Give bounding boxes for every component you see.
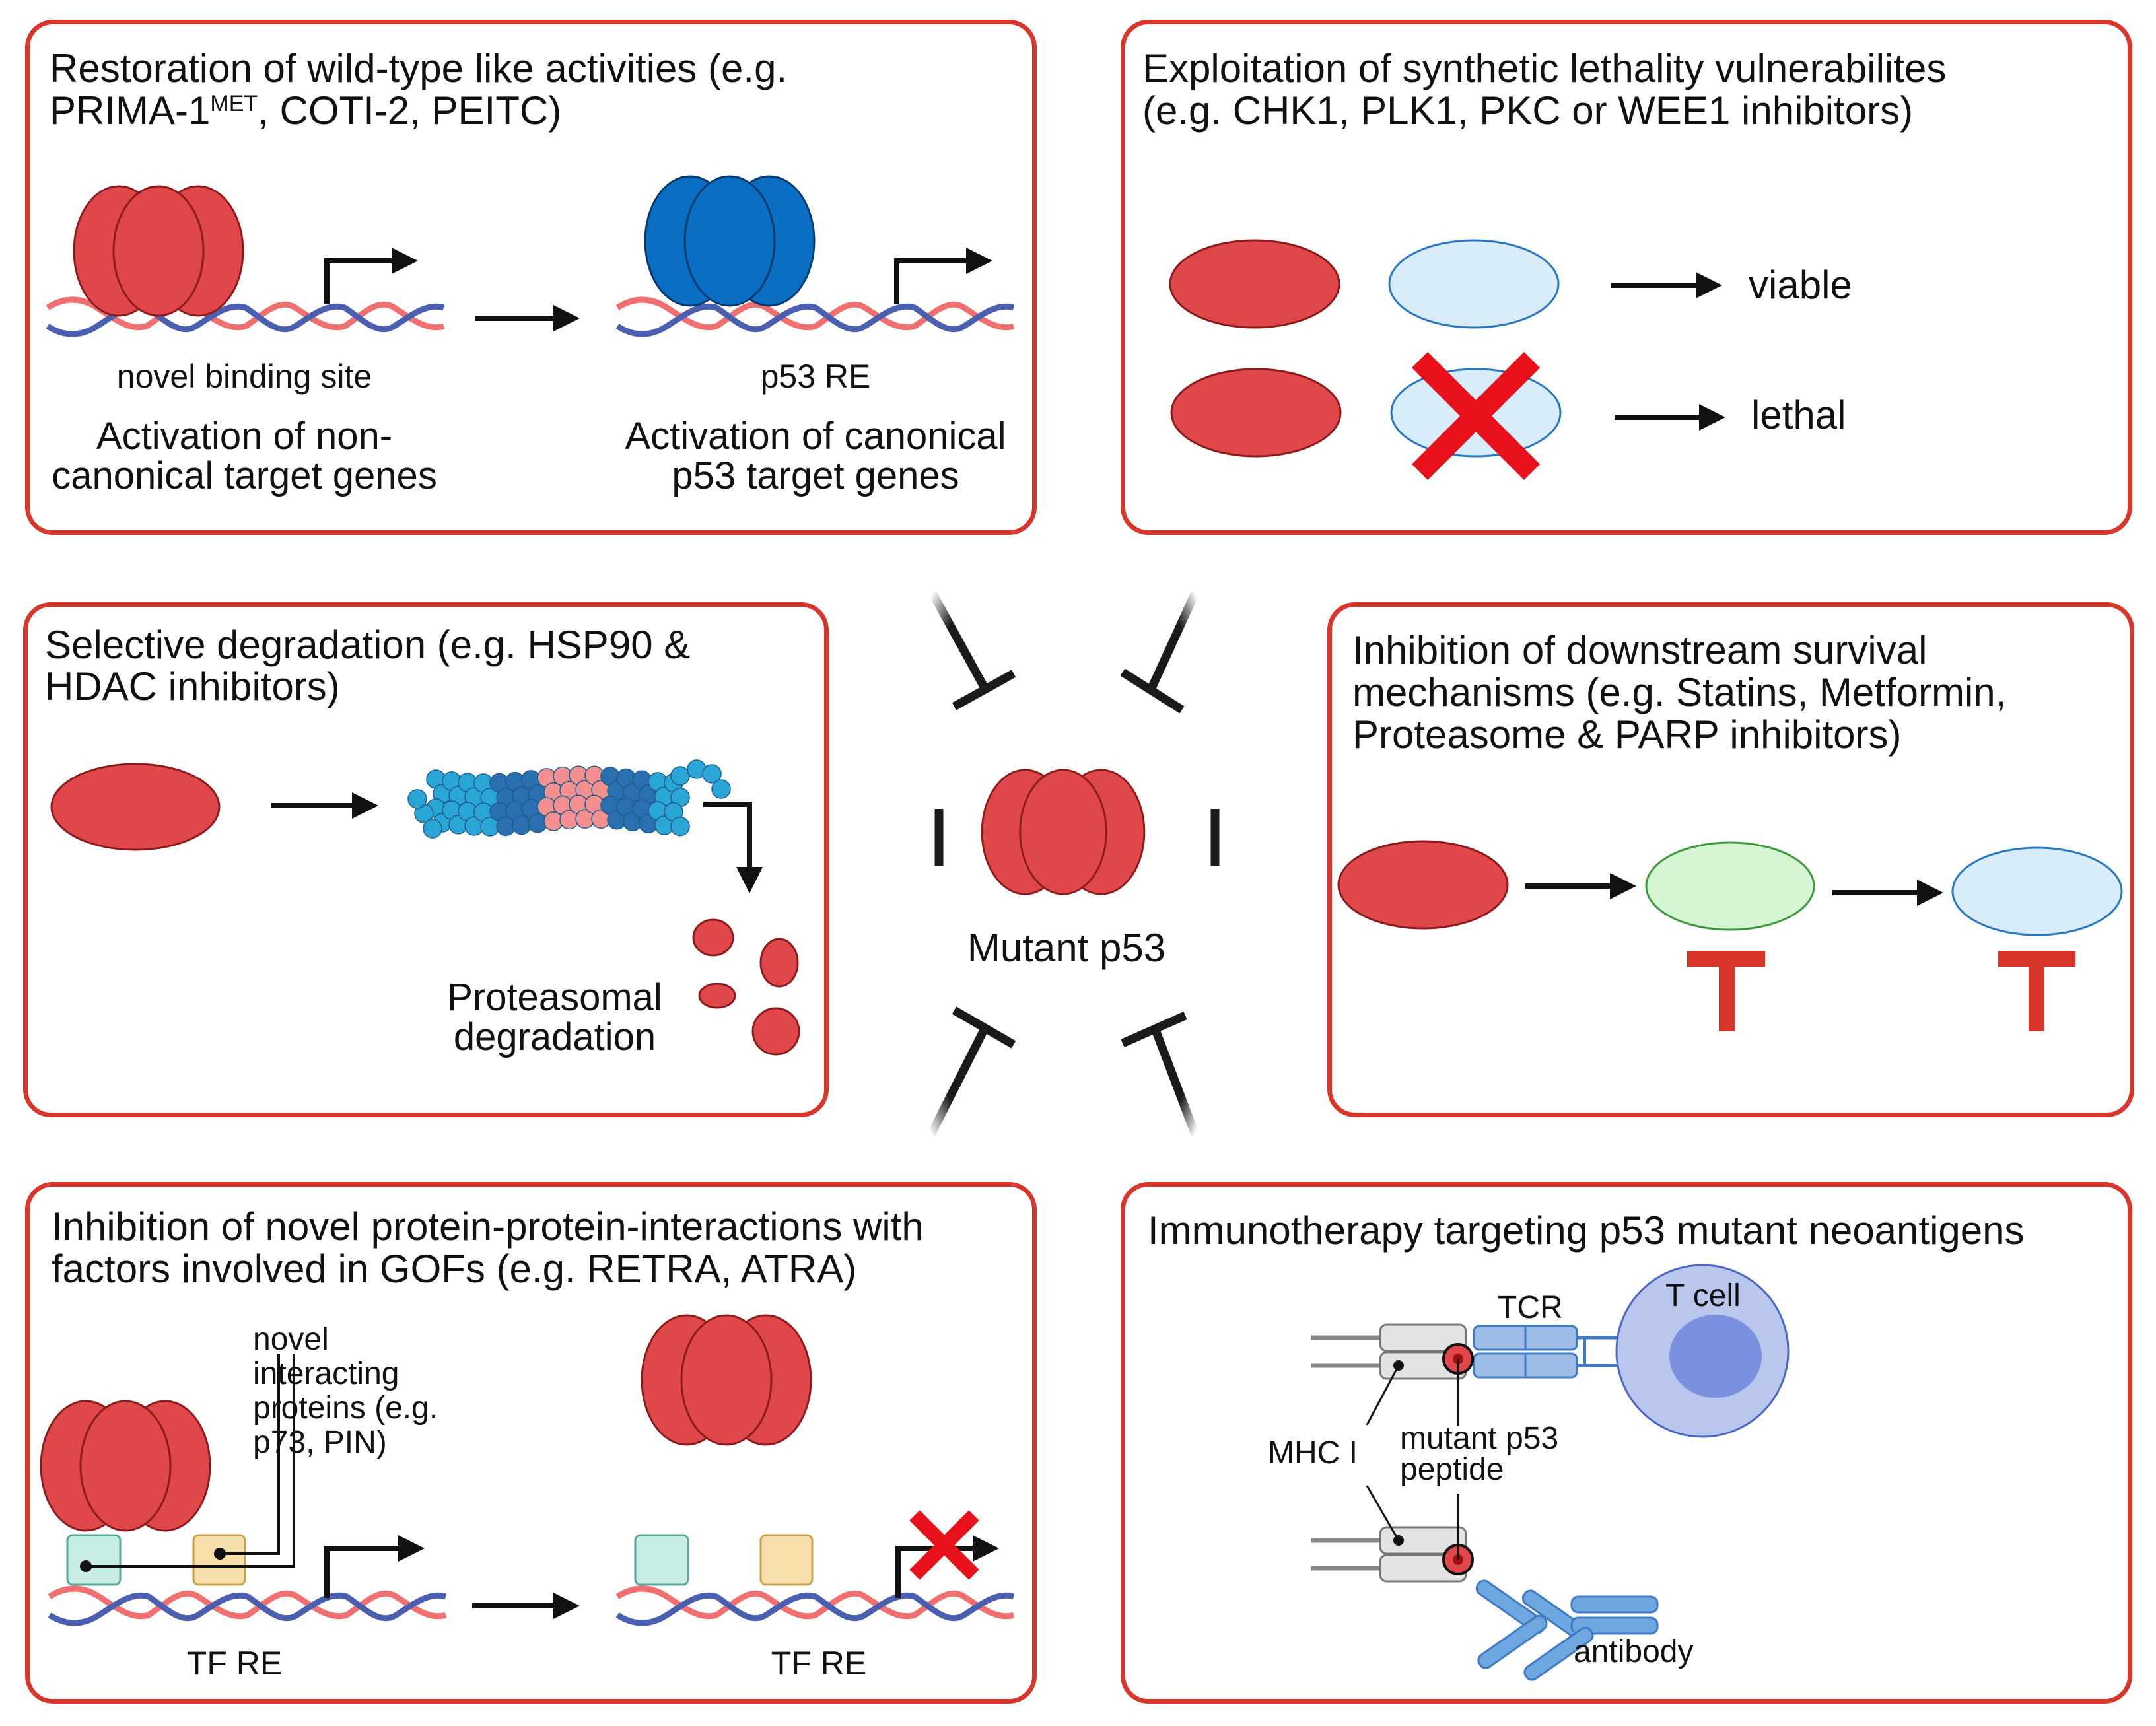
downstream-protein-icon: [1951, 846, 2123, 936]
proteasome-bead: [423, 819, 442, 839]
transcription-arrow-icon: [895, 1535, 999, 1598]
fragment-icon: [759, 938, 799, 988]
ppi-title-line2: factors involved in GOFs (e.g. RETRA, AT…: [52, 1247, 857, 1291]
interactor-label-line3: proteins (e.g.: [253, 1391, 438, 1426]
leader-line-icon: [1366, 1365, 1400, 1426]
degradation-title-line1: Selective degradation (e.g. HSP90 &: [45, 623, 691, 667]
synthetic-lethality-title-line2: (e.g. CHK1, PLK1, PKC or WEE1 inhibitors…: [1142, 88, 1914, 133]
transcription-arrow-icon: [894, 248, 992, 304]
noncanonical-desc-line1: Activation of non-: [96, 415, 393, 458]
mutant-p53-protein-icon: [1169, 239, 1340, 329]
interactor-box-icon: [759, 1534, 814, 1586]
mutant-p53-protein-icon: [1170, 368, 1342, 458]
dna-helix-left: [50, 1589, 446, 1623]
transcription-arrow-icon: [324, 248, 418, 304]
connector-line-icon: [220, 1354, 280, 1555]
degradation-title-line2: HDAC inhibitors): [45, 664, 340, 708]
restoration-title-pre: PRIMA-1: [50, 88, 211, 133]
proteasomal-degradation-line2: degradation: [453, 1016, 656, 1058]
tf-re-right-label: TF RE: [771, 1645, 867, 1682]
mutant-p53-tetramer-icon: [40, 1400, 211, 1532]
synthetic-lethality-title-line1: Exploitation of synthetic lethality vuln…: [1142, 46, 1947, 90]
novel-binding-site-label: novel binding site: [116, 358, 372, 395]
peptide-label-line1: mutant p53: [1400, 1421, 1559, 1456]
central-art: [858, 590, 1291, 1136]
mutant-p53-protein-icon: [50, 763, 221, 851]
inhibition-line-icon: [1148, 591, 1199, 689]
panel-immunotherapy: [1121, 1182, 2132, 1704]
inhibition-line-icon: [1151, 1028, 1200, 1136]
effector-protein-icon: [1645, 841, 1815, 931]
restoration-title-line1: Restoration of wild-type like activities…: [50, 46, 788, 90]
canonical-desc-line1: Activation of canonical: [625, 415, 1006, 458]
outcome-lethal: lethal: [1751, 393, 1846, 437]
noncanonical-desc-line2: canonical target genes: [52, 454, 437, 497]
proteasomal-degradation-line1: Proteasomal: [447, 976, 662, 1019]
connector-line-icon: [86, 1354, 295, 1568]
dna-helix-right: [617, 300, 1014, 334]
panel-degradation: [23, 602, 829, 1117]
partner-protein-icon: [1388, 239, 1560, 329]
proteasome-bead: [711, 779, 731, 799]
inhibition-t-icon: [1998, 951, 2075, 1031]
proteasome-bead: [670, 816, 690, 837]
tf-box-icon: [66, 1534, 122, 1586]
proteasome-icon: [407, 759, 731, 839]
wildtype-p53-tetramer-icon: [644, 175, 816, 307]
interactor-label-line4: p73, PIN): [253, 1425, 387, 1460]
mhc-chain-icon: [1379, 1526, 1467, 1555]
proteasome-bead: [702, 764, 722, 784]
restoration-art: [48, 175, 1014, 334]
p53-re-label: p53 RE: [760, 358, 871, 395]
inhibition-line-icon: [928, 590, 988, 689]
antibody-icon: [1475, 1579, 1659, 1681]
fragment-icon: [751, 1007, 800, 1056]
restoration-title-line2: PRIMA-1MET, COTI-2, PEITC): [50, 90, 561, 132]
outcome-viable: viable: [1749, 263, 1852, 307]
free-mutant-p53-tetramer-icon: [641, 1314, 812, 1446]
canonical-desc-line2: p53 target genes: [672, 454, 959, 497]
interactor-label-line1: novel: [253, 1322, 329, 1357]
downstream-art: [1337, 840, 2123, 1031]
tf-re-left-label: TF RE: [186, 1645, 283, 1682]
restoration-title-sup: MET: [210, 91, 258, 116]
fragment-icon: [692, 918, 734, 957]
t-cell-nucleus-icon: [1669, 1315, 1762, 1398]
degradation-art: [50, 759, 800, 1056]
proteasome-bead: [407, 789, 427, 809]
interactor-box-icon: [192, 1534, 246, 1586]
downstream-title-line1: Inhibition of downstream survival: [1352, 628, 1928, 672]
mhc-label: MHC I: [1268, 1435, 1358, 1470]
mhc-chain-icon: [1379, 1323, 1467, 1352]
restoration-title-post: , COTI-2, PEITC): [258, 88, 562, 133]
transcription-arrow-icon: [324, 1535, 425, 1598]
mutant-p53-label: Mutant p53: [967, 926, 1166, 970]
proteasome-bead: [670, 766, 690, 786]
red-cross-icon: [1411, 351, 1541, 481]
inhibition-line-icon: [927, 1028, 988, 1136]
degradation-arrow-icon: [703, 802, 763, 893]
interactor-label-line2: interacting: [253, 1356, 400, 1391]
dna-helix-right: [617, 1589, 1014, 1623]
mutant-p53-center-icon: [981, 769, 1146, 895]
t-cell-label: T cell: [1665, 1278, 1741, 1313]
downstream-title-line2: mechanisms (e.g. Statins, Metformin,: [1352, 670, 2007, 714]
mutant-p53-protein-icon: [1337, 840, 1509, 930]
tcr-label: TCR: [1498, 1290, 1563, 1325]
fragment-icon: [698, 983, 736, 1009]
peptide-label-line2: peptide: [1400, 1452, 1504, 1487]
inhibition-t-icon: [1687, 951, 1765, 1031]
ppi-title-line1: Inhibition of novel protein-protein-inte…: [52, 1204, 924, 1249]
red-cross-icon: [909, 1510, 979, 1580]
immunotherapy-title: Immunotherapy targeting p53 mutant neoan…: [1148, 1208, 2025, 1253]
synthetic-lethality-art: [1169, 239, 1725, 481]
ppi-art: [40, 1314, 1014, 1623]
antibody-label: antibody: [1574, 1634, 1694, 1669]
downstream-title-line3: Proteasome & PARP inhibitors): [1352, 712, 1902, 757]
immunotherapy-art: [1311, 1264, 1790, 1681]
mutant-p53-tetramer-icon: [73, 185, 244, 317]
tf-box-icon: [634, 1534, 689, 1586]
